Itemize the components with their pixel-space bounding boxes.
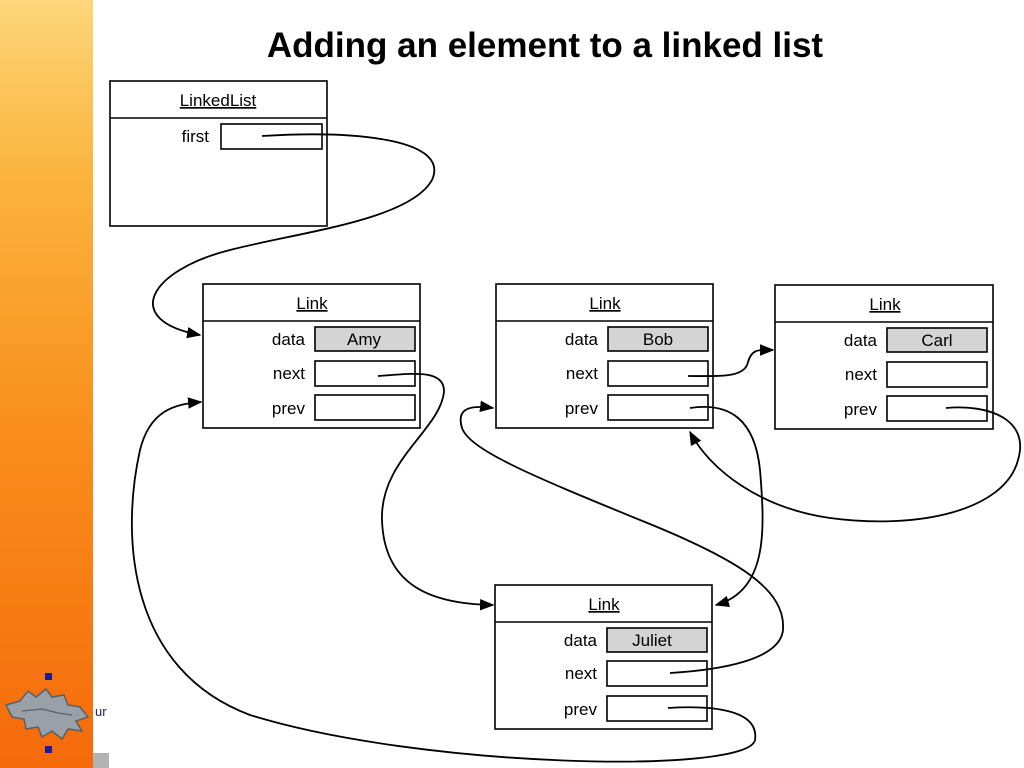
first-field xyxy=(220,123,323,150)
side-band xyxy=(0,0,93,768)
next-label: next xyxy=(566,364,598,383)
prev-field xyxy=(606,695,708,722)
juliet-next-pointer xyxy=(459,400,784,674)
data-field xyxy=(886,327,988,353)
first-label: first xyxy=(182,127,210,146)
carl-prev-pointer xyxy=(689,406,1021,523)
data-label: data xyxy=(272,330,306,349)
link-header: Link xyxy=(589,294,621,313)
next-label: next xyxy=(845,365,877,384)
footer-bar xyxy=(93,753,109,768)
link-node-amy: Link data next prev Amy xyxy=(202,283,421,429)
bullet-icon xyxy=(45,673,52,680)
data-value: Amy xyxy=(347,330,382,349)
university-logo-icon xyxy=(4,687,90,741)
juliet-prev-pointer xyxy=(131,397,756,763)
data-value: Juliet xyxy=(632,631,672,650)
next-label: next xyxy=(565,664,597,683)
bob-next-pointer xyxy=(687,344,775,377)
link-node-bob: Link data next prev Bob xyxy=(495,283,714,429)
link-header: Link xyxy=(869,295,901,314)
data-value: Carl xyxy=(921,331,952,350)
data-label: data xyxy=(844,331,878,350)
next-label: next xyxy=(273,364,305,383)
linkedlist-header: LinkedList xyxy=(180,91,257,110)
link-node-juliet: Link data next prev Juliet xyxy=(494,584,713,730)
amy-next-pointer xyxy=(377,372,495,611)
prev-label: prev xyxy=(564,700,598,719)
prev-field xyxy=(314,394,416,421)
data-field xyxy=(606,627,708,653)
next-field xyxy=(606,660,708,687)
data-label: data xyxy=(564,631,598,650)
bob-prev-pointer xyxy=(689,406,764,607)
footer-text: ur xyxy=(95,704,107,719)
data-field xyxy=(314,326,416,352)
link-node-carl: Link data next prev Carl xyxy=(774,284,994,430)
link-header: Link xyxy=(588,595,620,614)
first-pointer xyxy=(152,133,436,339)
prev-label: prev xyxy=(272,399,306,418)
linkedlist-node: LinkedList first xyxy=(109,80,328,227)
slide-title: Adding an element to a linked list xyxy=(266,26,824,65)
data-label: data xyxy=(565,330,599,349)
prev-label: prev xyxy=(844,400,878,419)
next-field xyxy=(886,361,988,388)
next-field xyxy=(607,360,709,387)
next-field xyxy=(314,360,416,387)
data-value: Bob xyxy=(643,330,673,349)
link-header: Link xyxy=(296,294,328,313)
data-field xyxy=(607,326,709,352)
prev-label: prev xyxy=(565,399,599,418)
bullet-icon xyxy=(45,746,52,753)
